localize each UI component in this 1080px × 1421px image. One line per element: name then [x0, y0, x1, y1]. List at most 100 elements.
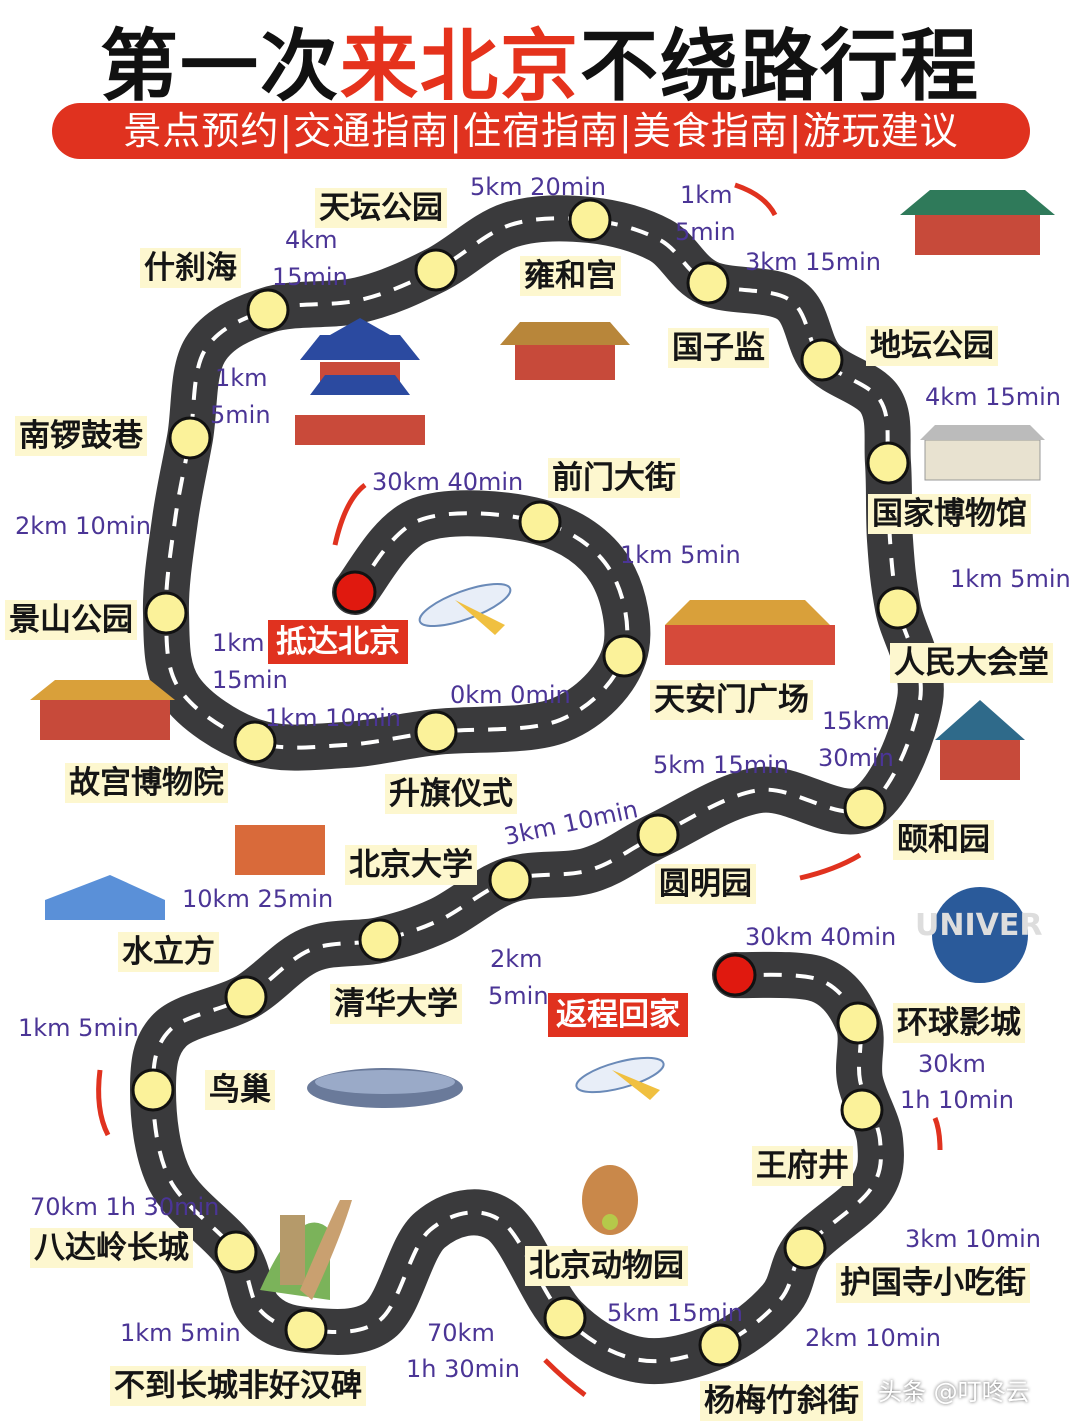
place-label: 圆明园 — [655, 864, 756, 904]
route-stop-marker — [876, 586, 920, 630]
place-label: 不到长城非好汉碑 — [110, 1366, 366, 1406]
route-stop-marker — [168, 416, 212, 460]
route-stop-marker — [414, 248, 458, 292]
route-stop-marker — [840, 1088, 884, 1132]
distance-label: 4km — [285, 226, 338, 254]
route-stop-marker — [131, 1068, 175, 1112]
palace-icon — [30, 190, 1055, 875]
place-label: 颐和园 — [893, 820, 994, 860]
place-label: 王府井 — [752, 1146, 853, 1186]
distance-label: 3km 15min — [745, 248, 881, 276]
road-surface — [130, 195, 944, 1385]
distance-label: 2km 10min — [805, 1324, 941, 1352]
place-label: 雍和宫 — [520, 256, 621, 296]
place-label: 北京动物园 — [525, 1246, 688, 1286]
distance-label: 5km 15min — [607, 1299, 743, 1327]
route-stop-marker — [866, 441, 910, 485]
svg-text:UNIVER: UNIVER — [915, 908, 1042, 943]
route-stop-marker — [414, 710, 458, 754]
place-label: 护国寺小吃街 — [836, 1263, 1030, 1303]
route-stop-marker — [602, 634, 646, 678]
temple-of-heaven-icon — [295, 318, 425, 445]
place-label: 环球影城 — [893, 1003, 1025, 1043]
start-marker — [333, 570, 377, 614]
page-title: 第一次来北京不绕路行程 — [0, 4, 1080, 116]
route-stop-marker — [686, 261, 730, 305]
title-highlight: 来北京 — [339, 22, 580, 112]
place-label: 国家博物馆 — [868, 494, 1031, 534]
route-stop-marker — [800, 338, 844, 382]
topic-banner: 景点预约|交通指南|住宿指南|美食指南|游玩建议 — [52, 103, 1030, 159]
distance-label: 15min — [272, 263, 348, 291]
place-label: 杨梅竹斜街 — [700, 1381, 863, 1421]
distance-label: 1km — [212, 629, 265, 657]
route-stop-marker — [233, 720, 277, 764]
distance-label: 5min — [210, 401, 271, 429]
distance-label: 5km 20min — [470, 173, 606, 201]
route-stop-marker — [518, 500, 562, 544]
title-part2: 不绕路行程 — [580, 22, 981, 112]
distance-label: 70km 1h 30min — [30, 1193, 220, 1221]
place-label: 故宫博物院 — [65, 763, 228, 803]
universal-globe-icon: UNIVER — [915, 887, 1042, 983]
title-part1: 第一次 — [99, 22, 340, 112]
water-cube-icon — [45, 875, 165, 920]
place-label: 什刹海 — [140, 248, 241, 288]
distance-label: 2km — [490, 945, 543, 973]
place-label: 地坛公园 — [866, 326, 998, 366]
distance-label: 1km 5min — [18, 1014, 139, 1042]
place-label: 前门大街 — [548, 458, 680, 498]
distance-label: 1km 5min — [950, 565, 1071, 593]
great-wall-icon — [260, 1200, 352, 1300]
distance-label: 1h 10min — [900, 1086, 1014, 1114]
distance-label: 5km 15min — [653, 751, 789, 779]
place-label: 国子监 — [668, 328, 769, 368]
route-stop-marker — [698, 1323, 742, 1367]
capybara-icon — [582, 1165, 638, 1235]
route-stop-marker — [224, 975, 268, 1019]
distance-label: 15min — [212, 666, 288, 694]
place-label: 人民大会堂 — [890, 643, 1053, 683]
distance-label: 5min — [675, 218, 736, 246]
distance-label: 1km 10min — [265, 704, 401, 732]
distance-label: 1h 30min — [406, 1355, 520, 1383]
route-stop-marker — [843, 786, 887, 830]
place-label: 水立方 — [118, 932, 219, 972]
distance-label: 3km 10min — [905, 1225, 1041, 1253]
place-label: 清华大学 — [330, 984, 462, 1024]
distance-label: 30min — [818, 744, 894, 772]
place-label: 北京大学 — [345, 845, 477, 885]
distance-label: 70km — [427, 1319, 495, 1347]
place-label: 南锣鼓巷 — [15, 416, 147, 456]
place-label: 天安门广场 — [650, 680, 813, 720]
airplane-icon — [418, 582, 665, 1100]
birds-nest-icon — [307, 1068, 463, 1108]
route-stop-marker — [488, 858, 532, 902]
distance-label: 1km 5min — [120, 1319, 241, 1347]
distance-label: 30km 40min — [372, 468, 524, 496]
route-stop-marker — [144, 591, 188, 635]
distance-label: 30km — [918, 1050, 986, 1078]
distance-label: 1km 5min — [620, 541, 741, 569]
route-stop-marker — [246, 288, 290, 332]
distance-label: 10km 25min — [182, 885, 334, 913]
place-label: 升旗仪式 — [385, 774, 517, 814]
place-label: 天坛公园 — [315, 188, 447, 228]
route-stop-marker — [636, 813, 680, 857]
start-label: 抵达北京 — [268, 620, 408, 664]
route-stop-marker — [358, 918, 402, 962]
distance-label: 1km — [215, 364, 268, 392]
end-label: 返程回家 — [548, 993, 688, 1037]
red-arrow-icon — [96, 182, 943, 1397]
route-stop-marker — [568, 198, 612, 242]
route-stop-marker — [543, 1296, 587, 1340]
place-label: 八达岭长城 — [30, 1228, 193, 1268]
distance-label: 5min — [488, 982, 549, 1010]
watermark: 头条 @叮咚云 — [878, 1378, 1030, 1406]
distance-label: 4km 15min — [925, 383, 1061, 411]
distance-label: 15km — [822, 707, 890, 735]
distance-label: 1km — [680, 181, 733, 209]
place-label: 鸟巢 — [205, 1070, 275, 1110]
route-stop-marker — [836, 1001, 880, 1045]
